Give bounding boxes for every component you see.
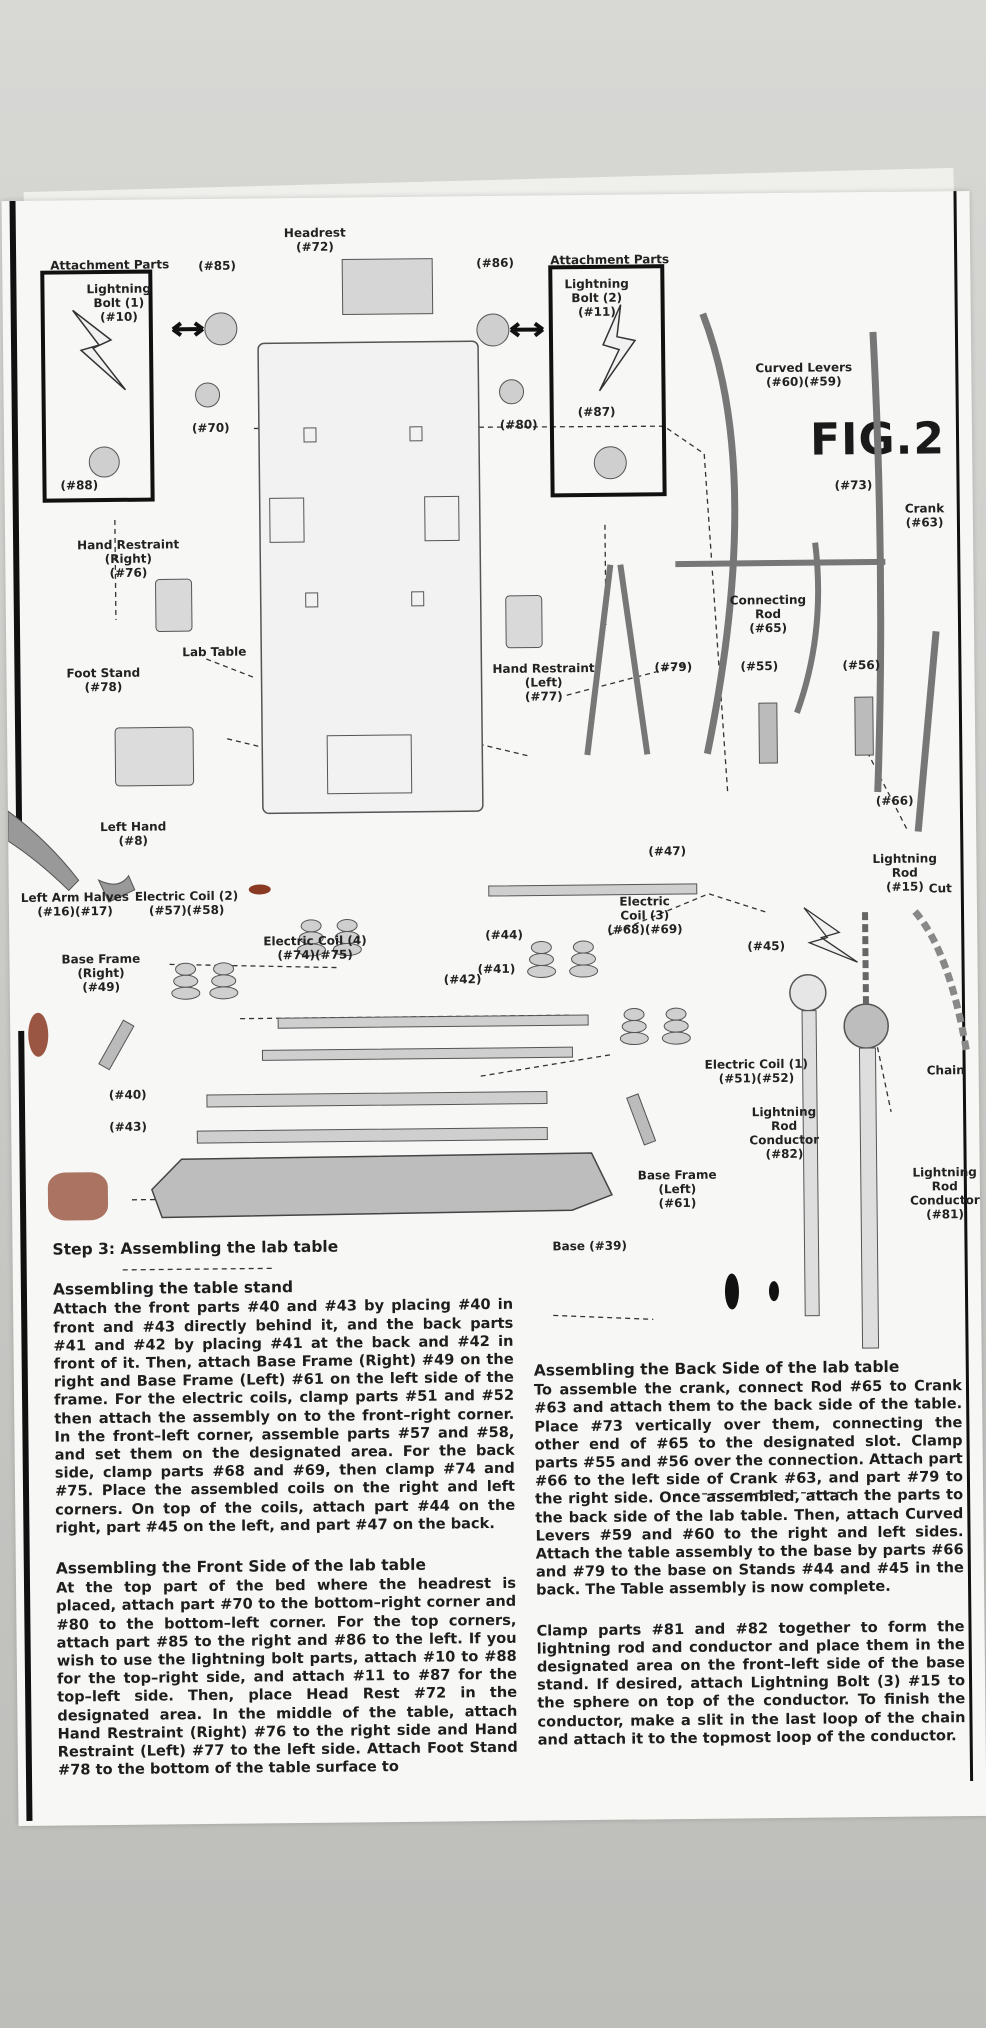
- label-left-hand: Left Hand (#8): [100, 819, 167, 848]
- label-attachment-parts-left: Attachment Parts: [50, 257, 170, 273]
- label-hand-restraint-left: Hand Restraint (Left) (#77): [492, 660, 595, 704]
- section-body-front-side: At the top part of the bed where the hea…: [55, 1575, 518, 1779]
- assembly-diagram: [7, 258, 970, 1495]
- stain-mark: [28, 1012, 49, 1057]
- label-foot-stand: Foot Stand (#78): [66, 665, 141, 695]
- label-connecting-rod: Connecting Rod (#65): [729, 592, 807, 636]
- label-part-43: (#43): [109, 1119, 148, 1135]
- label-part-56: (#56): [842, 657, 881, 673]
- label-part-79: (#79): [654, 659, 693, 675]
- label-part-40: (#40): [108, 1087, 147, 1103]
- label-part-47: (#47): [648, 843, 687, 859]
- label-base-frame-left: Base Frame (Left) (#61): [637, 1167, 717, 1211]
- instruction-sheet: FIG.2: [1, 190, 986, 1827]
- label-part-85: (#85): [198, 258, 237, 274]
- label-part-41: (#41): [477, 961, 516, 977]
- section-heading-front-side: Assembling the Front Side of the lab tab…: [55, 1555, 427, 1578]
- label-attachment-parts-right: Attachment Parts: [550, 252, 670, 268]
- label-part-66: (#66): [875, 793, 914, 808]
- label-curved-levers: Curved Levers (#60)(#59): [755, 360, 853, 390]
- label-part-45: (#45): [747, 938, 786, 954]
- label-part-70: (#70): [191, 420, 230, 436]
- label-chain: Chain: [926, 1063, 965, 1078]
- label-part-44: (#44): [485, 927, 524, 943]
- label-lab-table: Lab Table: [182, 644, 247, 660]
- label-electric-coil-1: Electric Coil (1) (#51)(#52): [704, 1056, 809, 1086]
- label-part-80: (#80): [499, 417, 538, 432]
- label-electric-coil-2: Electric Coil (2) (#57)(#58): [134, 888, 239, 918]
- label-crank: Crank (#63): [904, 501, 945, 530]
- section-heading-back-side: Assembling the Back Side of the lab tabl…: [533, 1357, 900, 1380]
- label-base: Base (#39): [552, 1238, 628, 1254]
- label-part-86: (#86): [476, 255, 514, 271]
- label-lightning-rod-conductor-82: Lightning Rod Conductor (#82): [749, 1104, 820, 1162]
- label-electric-coil-4: Electric Coil (4) (#74)(#75): [263, 933, 367, 963]
- instructions-left-column: Step 3: Assembling the lab table Assembl…: [52, 1236, 518, 1802]
- label-lightning-bolt-1: Lightning Bolt (1) (#10): [86, 281, 151, 325]
- section-body-table-stand: Attach the front parts #40 and #43 by pl…: [53, 1296, 516, 1537]
- label-lightning-rod-conductor-81: Lightning Rod Conductor (#81): [909, 1164, 980, 1222]
- label-part-42: (#42): [443, 972, 482, 987]
- label-part-55: (#55): [740, 659, 779, 674]
- stain-mark: [47, 1172, 109, 1221]
- section-heading-table-stand: Assembling the table stand: [52, 1278, 294, 1299]
- label-part-87: (#87): [577, 404, 616, 420]
- label-hand-restraint-right: Hand Restraint (Right) (#76): [77, 537, 180, 581]
- label-part-73: (#73): [834, 478, 873, 493]
- label-lightning-rod: Lightning Rod (#15): [872, 851, 937, 894]
- label-cut: Cut: [928, 881, 952, 896]
- label-part-88: (#88): [60, 478, 99, 493]
- ink-blot: [724, 1273, 740, 1310]
- section-body-back-side: To assemble the crank, connect Rod #65 t…: [533, 1377, 964, 1600]
- label-headrest: Headrest (#72): [283, 225, 346, 255]
- label-lightning-bolt-2: Lightning Bolt (2) (#11): [564, 276, 629, 320]
- label-base-frame-right: Base Frame (Right) (#49): [61, 951, 141, 995]
- step-title: Step 3: Assembling the lab table: [52, 1237, 339, 1259]
- label-left-arm-halves: Left Arm Halves (#16)(#17): [20, 889, 130, 919]
- label-electric-coil-3: Electric Coil (3) (#68)(#69): [607, 894, 683, 937]
- instructions-right-column: Assembling the Back Side of the lab tabl…: [534, 1357, 966, 1772]
- section-body-lightning-rod: Clamp parts #81 and #82 together to form…: [536, 1617, 966, 1749]
- ink-blot: [768, 1281, 780, 1302]
